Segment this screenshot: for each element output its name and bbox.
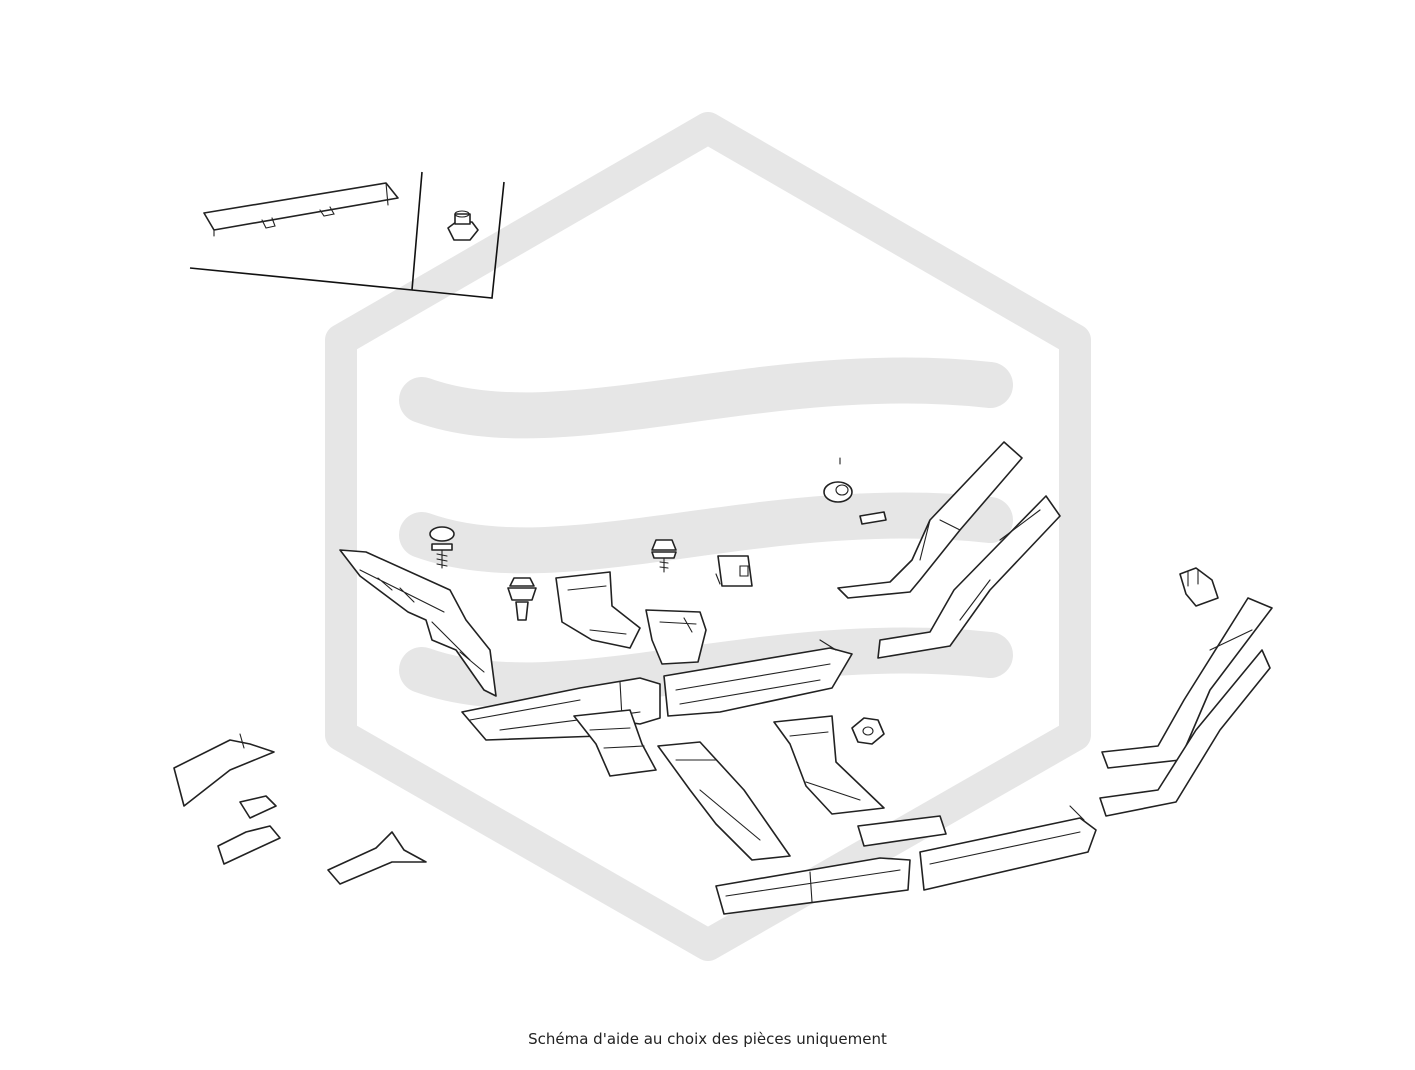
crossmember-right-part xyxy=(663,639,853,717)
center-floor-support-part xyxy=(573,709,657,777)
clip-part-right xyxy=(1179,567,1219,607)
bracket-part-a xyxy=(173,733,275,807)
bracket-part-d xyxy=(327,831,427,885)
small-bracket-part xyxy=(859,511,887,525)
rear-tunnel-support-part xyxy=(657,741,791,861)
flange-bolt-part xyxy=(651,539,677,573)
seat-support-bracket-part xyxy=(773,715,885,815)
clip-nut-part xyxy=(447,210,479,241)
seat-support-lower-part xyxy=(857,815,947,847)
rear-side-rail-part xyxy=(1101,597,1273,769)
trim-strip-part xyxy=(203,182,399,237)
diagram-caption: Schéma d'aide au choix des pièces unique… xyxy=(528,1030,887,1048)
side-rail-upper-part xyxy=(837,441,1023,599)
rear-side-rail-lower-part xyxy=(1099,649,1271,817)
rear-crossmember-right-part xyxy=(919,805,1097,891)
bracket-part-c xyxy=(217,825,281,865)
rear-crossmember-left-part xyxy=(715,857,911,915)
inset-frame xyxy=(189,171,505,299)
clip-part xyxy=(715,555,753,587)
front-rail-left-part xyxy=(339,549,497,697)
nut-part xyxy=(851,717,885,745)
bolt-part xyxy=(507,577,537,621)
side-rail-middle-part xyxy=(877,495,1061,659)
bracket-part-b xyxy=(239,795,277,819)
tunnel-bracket-part xyxy=(555,571,641,649)
grommet-part xyxy=(823,457,853,503)
screw-part xyxy=(429,526,455,569)
tunnel-bracket-part-2 xyxy=(645,609,707,665)
